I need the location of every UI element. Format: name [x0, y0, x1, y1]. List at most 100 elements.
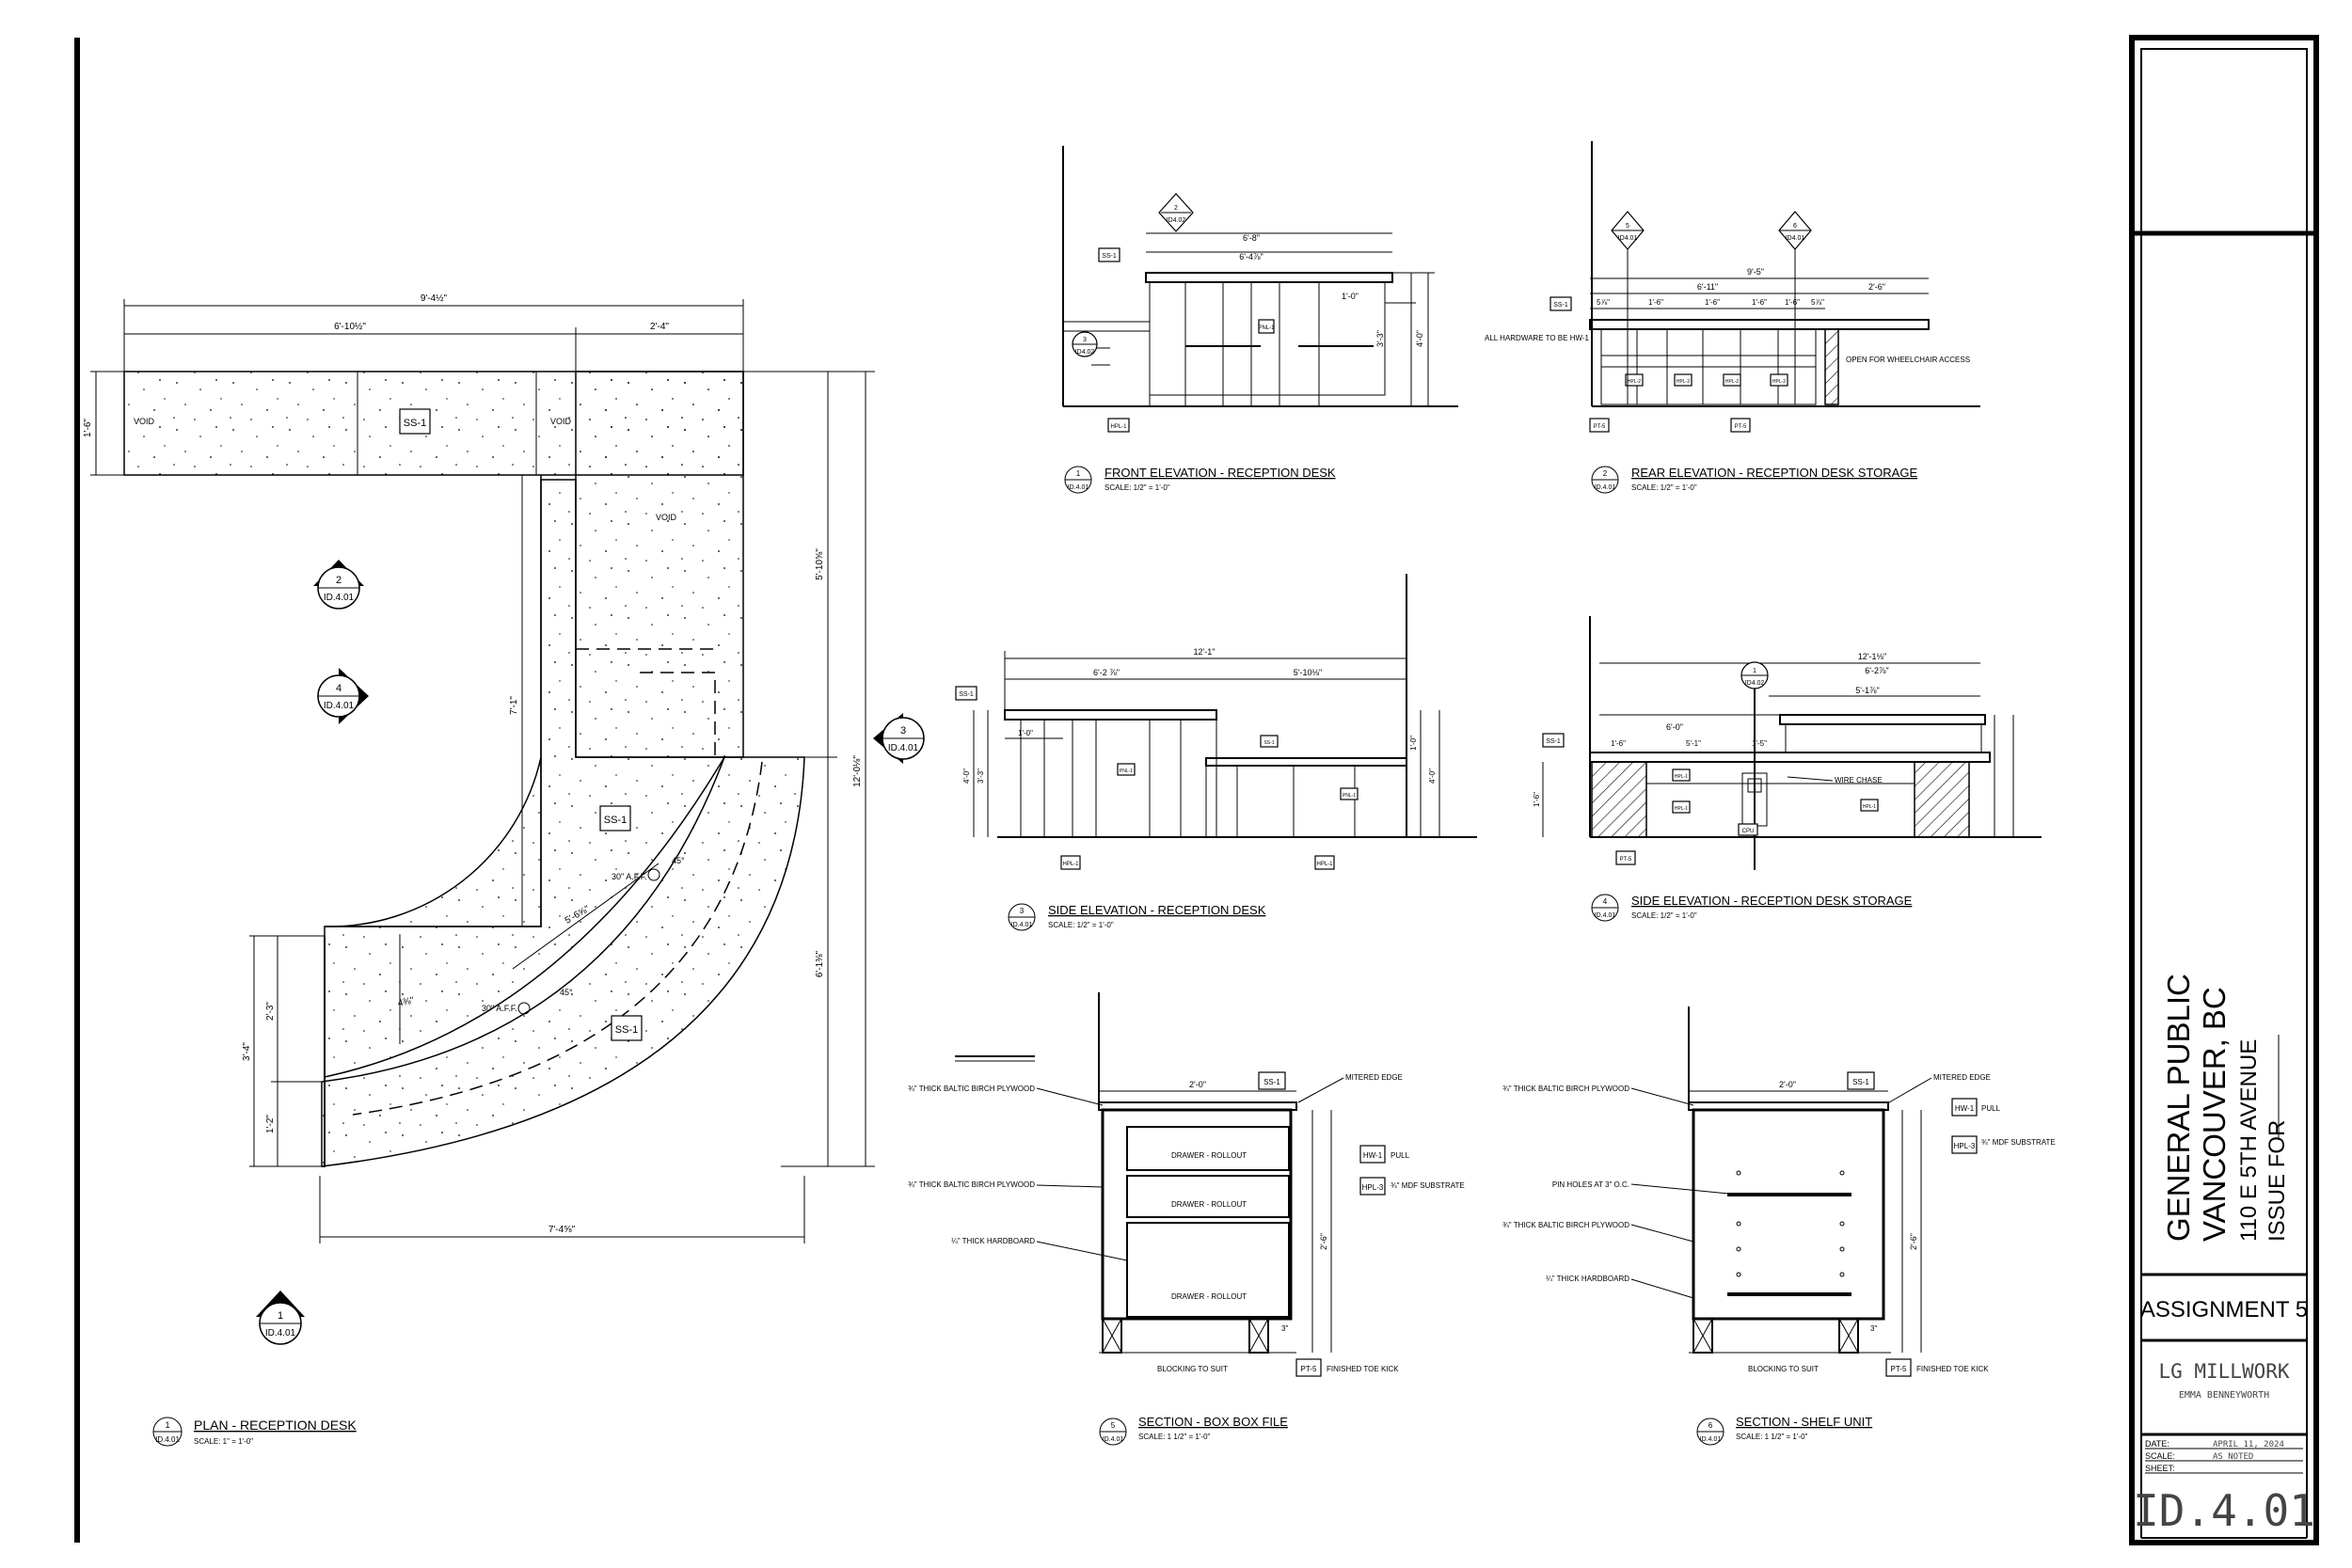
plan-angle-1: 45°: [672, 856, 685, 865]
svg-text:1'-6": 1'-6": [1752, 298, 1767, 307]
svg-text:1'-6": 1'-6": [1648, 298, 1663, 307]
svg-text:¼" THICK HARDBOARD: ¼" THICK HARDBOARD: [1546, 1275, 1629, 1283]
svg-text:5: 5: [1111, 1421, 1116, 1430]
svg-text:ID.4.01: ID.4.01: [324, 593, 355, 603]
svg-text:ID.4.01: ID.4.01: [1103, 1436, 1124, 1443]
svg-text:1: 1: [278, 1310, 283, 1322]
rear-elevation: 9'-5" 6'-11" 2'-6" 1'-6" 1'-6" 1'-6" 1'-…: [1485, 141, 1980, 494]
plan-dim-overall-top: 9'-4½": [421, 293, 448, 304]
svg-text:6'-2 ⅞": 6'-2 ⅞": [1093, 668, 1120, 677]
rear-callout-5[interactable]: 5 ID4.01: [1611, 211, 1645, 250]
svg-text:ID4.01: ID4.01: [1786, 235, 1805, 242]
front-section-marker-3[interactable]: 3 ID4.02: [1072, 331, 1098, 357]
plan-dim-left-lower-a: 2'-3": [265, 1002, 276, 1021]
rear-callout-6[interactable]: 6 ID4.01: [1778, 211, 1812, 250]
svg-text:HPL-3: HPL-3: [1954, 1142, 1976, 1150]
svg-text:CPU: CPU: [1742, 829, 1755, 834]
svg-text:3: 3: [900, 725, 906, 736]
svg-text:2'-0": 2'-0": [1779, 1080, 1796, 1089]
svg-text:ID.4.01: ID.4.01: [888, 743, 919, 753]
front-section-marker[interactable]: 2 ID4.02: [1158, 193, 1194, 232]
svg-text:HPL-2: HPL-2: [1772, 379, 1786, 385]
sheet-number: ID.4.01: [2133, 1485, 2315, 1536]
plan-dim-top-right: 2'-4": [650, 322, 669, 332]
svg-text:2'-6": 2'-6": [1319, 1233, 1328, 1250]
svg-text:3'-3": 3'-3": [977, 768, 985, 784]
svg-text:12'-1": 12'-1": [1194, 647, 1216, 657]
plan-callout-2[interactable]: 2 ID.4.01: [313, 560, 364, 610]
rear-open-note: OPEN FOR WHEELCHAIR ACCESS: [1846, 356, 1970, 364]
rear-title: REAR ELEVATION - RECEPTION DESK STORAGE: [1631, 466, 1917, 480]
svg-text:SCALE: 1/2" = 1'-0": SCALE: 1/2" = 1'-0": [1104, 483, 1170, 492]
plan-callout-3[interactable]: 3 ID.4.01: [873, 713, 925, 764]
svg-text:5⅞": 5⅞": [1811, 298, 1824, 307]
svg-text:HPL-2: HPL-2: [1677, 379, 1690, 385]
svg-text:1'-6": 1'-6": [1705, 298, 1720, 307]
svg-text:SCALE: 1 1/2" = 1'-0": SCALE: 1 1/2" = 1'-0": [1138, 1433, 1211, 1441]
svg-text:3": 3": [1870, 1324, 1877, 1333]
svg-text:BLOCKING TO SUIT: BLOCKING TO SUIT: [1748, 1365, 1819, 1373]
svg-text:5: 5: [1626, 223, 1629, 230]
svg-text:3": 3": [1281, 1324, 1288, 1333]
svg-text:4'-0": 4'-0": [1428, 768, 1437, 784]
svg-text:ID.4.01: ID.4.01: [265, 1328, 296, 1338]
svg-text:HPL-1: HPL-1: [1062, 862, 1079, 867]
svg-text:¾" MDF SUBSTRATE: ¾" MDF SUBSTRATE: [1391, 1181, 1465, 1190]
title-block: GENERAL PUBLIC VANCOUVER, BC 110 E 5TH A…: [2129, 35, 2319, 1545]
svg-text:SS-1: SS-1: [1263, 1078, 1280, 1086]
svg-text:SCALE: 1/2" = 1'-0": SCALE: 1/2" = 1'-0": [1048, 921, 1114, 929]
svg-text:FINISHED TOE KICK: FINISHED TOE KICK: [1327, 1365, 1399, 1373]
sec6-title: SECTION - SHELF UNIT: [1736, 1415, 1872, 1429]
project-address: 110 E 5TH AVENUE: [2236, 1039, 2262, 1242]
svg-text:SS-1: SS-1: [959, 691, 974, 698]
svg-text:HPL-1: HPL-1: [1110, 424, 1127, 430]
side1-title: SIDE ELEVATION - RECEPTION DESK: [1048, 903, 1266, 917]
plan-dim-bottom: 7'-4⅝": [548, 1225, 576, 1235]
svg-text:PT-5: PT-5: [1735, 424, 1747, 430]
svg-text:SCALE: 1 1/2" = 1'-0": SCALE: 1 1/2" = 1'-0": [1736, 1433, 1808, 1441]
plan-aff-2: 30" A.F.F.: [482, 1004, 517, 1013]
plan-angle-2: 45°: [560, 988, 573, 997]
plan-title: PLAN - RECEPTION DESK: [194, 1418, 357, 1433]
svg-text:2: 2: [1174, 205, 1178, 212]
plan-title-block: 1 ID.4.01 PLAN - RECEPTION DESK SCALE: 1…: [152, 1417, 357, 1447]
plan-dim-left-lower-b: 1'-2": [265, 1115, 276, 1133]
svg-text:PT-5: PT-5: [1301, 1365, 1317, 1373]
svg-text:1: 1: [165, 1420, 169, 1430]
sec6-pin-note: PIN HOLES AT 3" O.C.: [1552, 1180, 1629, 1189]
svg-text:5'-10⅛": 5'-10⅛": [1294, 668, 1322, 677]
plan-aff-1: 30" A.F.F.: [612, 872, 647, 881]
svg-text:1'-0": 1'-0": [1409, 736, 1418, 751]
project-name-line1: GENERAL PUBLIC: [2161, 974, 2196, 1242]
plan-callout-4[interactable]: 4 ID.4.01: [317, 668, 369, 724]
svg-text:ID.4.01: ID.4.01: [324, 701, 355, 711]
svg-text:¾" THICK BALTIC BIRCH PLYWOOD: ¾" THICK BALTIC BIRCH PLYWOOD: [1502, 1085, 1629, 1093]
pin-holes: [1736, 1170, 1845, 1277]
plan-void-right: VOID: [656, 513, 677, 522]
svg-text:2'-0": 2'-0": [1189, 1080, 1206, 1089]
section-box-file: DRAWER - ROLLOUT DRAWER - ROLLOUT DRAWER…: [908, 992, 1465, 1446]
svg-text:3: 3: [1083, 337, 1087, 343]
plan-void-mid: VOID: [550, 417, 572, 426]
svg-text:1: 1: [1753, 668, 1756, 674]
side2-section-marker[interactable]: 1 ID4.02: [1740, 661, 1769, 689]
svg-text:ID4.02: ID4.02: [1745, 680, 1765, 687]
svg-text:SS-1: SS-1: [1852, 1078, 1869, 1086]
svg-text:MITERED EDGE: MITERED EDGE: [1933, 1073, 1991, 1082]
svg-text:ID.4.01: ID.4.01: [1068, 484, 1089, 491]
issue-for: ISSUE FOR: [2265, 1120, 2290, 1242]
svg-text:2: 2: [1603, 469, 1608, 478]
svg-text:HW-1: HW-1: [1363, 1151, 1383, 1160]
side-elevation-storage: 12'-1⅛" 6'-2⅞" 5'-1⅞" 6'-0" 5'-1" 1'-5" …: [1533, 616, 2042, 922]
scale-value: AS NOTED: [2213, 1452, 2253, 1462]
svg-text:HPL-1: HPL-1: [1675, 774, 1688, 780]
wire-chase-note: WIRE CHASE: [1835, 776, 1883, 784]
plan-dim-top-left: 6'-10½": [334, 322, 366, 332]
plan-dim-right-lower: 6'-1⅜": [815, 950, 825, 977]
date-value: APRIL 11, 2024: [2213, 1440, 2284, 1449]
plan-scale: SCALE: 1" = 1'-0": [194, 1437, 253, 1446]
svg-text:¾" THICK BALTIC BIRCH PLYWOOD: ¾" THICK BALTIC BIRCH PLYWOOD: [1502, 1221, 1629, 1229]
plan-callout-1[interactable]: 1 ID.4.01: [256, 1291, 305, 1345]
svg-text:1'-5": 1'-5": [1752, 739, 1767, 748]
